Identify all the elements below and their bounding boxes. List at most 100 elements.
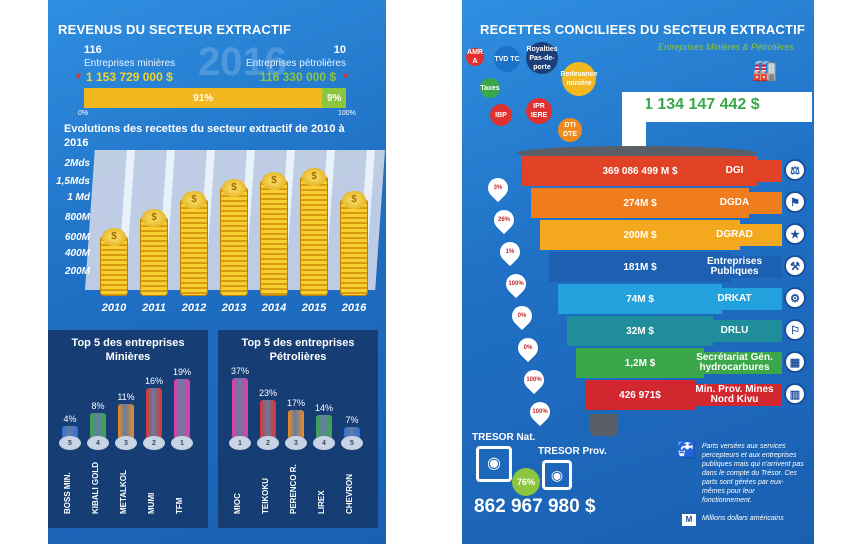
tresor-nat: TRESOR Nat. <box>472 432 536 443</box>
chart-title: Evolutions des recettes du secteur extra… <box>64 123 345 149</box>
tax-bubble: Taxes <box>480 78 500 98</box>
leak-percent: 100% <box>526 377 542 383</box>
funnel-label: DGRAD <box>687 224 782 246</box>
total-box <box>622 92 812 122</box>
agency-logo-icon: ⚒ <box>784 255 806 277</box>
percent-label: 19% <box>172 367 191 378</box>
company-name: METALKOL <box>119 470 128 514</box>
coin-stack-2015 <box>300 176 328 296</box>
company-name: MIOC <box>233 493 242 514</box>
company-name: CHEVRON <box>345 473 354 514</box>
dollar-coin-icon: $ <box>302 168 326 186</box>
funnel-label: DGDA <box>687 192 782 214</box>
rank-base: 3 <box>115 436 137 450</box>
left-infographic: REVENUS DU SECTEUR EXTRACTIF 2016 116 En… <box>48 0 386 544</box>
x-tick-label: 2014 <box>261 302 287 314</box>
leak-drop-icon: 3% <box>483 173 513 203</box>
petroleum-share: 9% <box>322 88 346 108</box>
funnel-label: Secrétariat Gén. hydrocarbures <box>687 352 782 374</box>
note-text: Parts versées aux services percepteurs e… <box>702 443 804 504</box>
leak-drop-icon: 100% <box>519 365 549 395</box>
y-tick-label: 200M <box>64 266 90 277</box>
percent-label: 4% <box>63 413 77 424</box>
petroleum-amount: 116 330 000 $ <box>259 70 336 84</box>
x-tick-label: 2012 <box>181 302 207 314</box>
bar-kibali-gold <box>90 413 106 438</box>
y-tick-label: 600M <box>64 232 90 243</box>
y-tick-label: 1,5Mds <box>56 176 90 187</box>
company-name: TFM <box>175 497 184 514</box>
company-name: KIBALI GOLD <box>91 462 100 514</box>
funnel-label: Min. Prov. Mines Nord Kivu <box>687 384 782 406</box>
rank-base: 5 <box>59 436 81 450</box>
tresor-pct: 76% <box>512 468 540 496</box>
funnel-band: 1,2M $ <box>576 348 704 378</box>
bar-end: 100% <box>338 110 356 117</box>
right-subtitle: Entreprises Minières & Pétrolières <box>658 42 795 52</box>
leak-percent: 0% <box>523 345 533 351</box>
coin-stack-2010 <box>100 236 128 296</box>
down-arrow-icon: ▼ <box>74 71 83 81</box>
percent-label: 37% <box>230 365 249 376</box>
total-amount: 1 134 147 442 $ <box>644 96 760 113</box>
percent-label: 11% <box>117 391 135 402</box>
coin-stack-2011 <box>140 217 168 296</box>
company-name: LIREX <box>317 490 326 514</box>
leak-percent: 26% <box>497 217 510 223</box>
leak-drop-icon: 1% <box>495 237 525 267</box>
dollar-coin-icon: $ <box>262 171 286 190</box>
mining-amount: 1 153 729 000 $ <box>86 70 173 84</box>
right-infographic: RECETTES CONCILIEES DU SECTEUR EXTRACTIF… <box>462 0 814 544</box>
rank-base: 1 <box>229 436 251 450</box>
dollar-coin-icon: $ <box>102 228 126 246</box>
x-tick-label: 2015 <box>301 302 327 314</box>
tax-bubble: DTI DTE <box>558 118 582 142</box>
leak-percent: 1% <box>505 249 515 255</box>
rank-base: 5 <box>341 436 363 450</box>
safe-icon: ◉ <box>542 460 572 490</box>
mining-count: 116 <box>84 44 102 56</box>
share-bar: 91% 9% <box>84 88 346 108</box>
top5-mining-title: Top 5 des entreprises Minières <box>71 337 185 363</box>
agency-logo-icon: ⚖ <box>784 159 806 181</box>
funnel-label: DRLU <box>687 320 782 342</box>
company-name: MUMI <box>147 492 156 514</box>
leak-drop-icon: 100% <box>525 397 555 427</box>
right-title: RECETTES CONCILIEES DU SECTEUR EXTRACTIF <box>480 22 806 37</box>
y-tick-label: 1 Md <box>67 192 90 203</box>
watermark-year: 2016 <box>198 40 287 84</box>
agency-logo-icon: ⚑ <box>784 191 806 213</box>
legend-text: Millions dollars américains <box>702 515 784 522</box>
dollar-coin-icon: $ <box>342 190 366 209</box>
top5-petroleum-title: Top 5 des entreprises Pétrolières <box>241 337 355 363</box>
percent-label: 8% <box>91 401 105 412</box>
percent-label: 14% <box>314 403 333 414</box>
leak-drop-icon: 0% <box>513 333 543 363</box>
coin-stack-2014 <box>260 179 288 296</box>
tax-bubble: IBP <box>490 104 512 126</box>
tax-bubble: AMR A <box>466 48 484 66</box>
y-tick-label: 800M <box>64 212 90 223</box>
agency-logo-icon: ⚐ <box>784 319 806 341</box>
x-tick-label: 2016 <box>341 302 367 314</box>
bar-lirex <box>316 415 332 438</box>
x-tick-label: 2013 <box>221 302 247 314</box>
funnel-label: Entreprises Publiques <box>687 256 782 278</box>
rank-base: 1 <box>171 436 193 450</box>
leak-percent: 100% <box>508 281 524 287</box>
rank-base: 3 <box>285 436 307 450</box>
bar-tfm <box>174 379 190 438</box>
tax-bubble: TVD TC <box>494 46 520 72</box>
dollar-coin-icon: $ <box>222 179 246 198</box>
leak-drop-icon: 0% <box>507 301 537 331</box>
mining-label: Entreprises minières <box>84 58 176 69</box>
coin-stack-2013 <box>220 187 248 296</box>
company-name: BOSS MIN. <box>63 472 72 514</box>
bar-teikoku <box>260 400 276 438</box>
left-title: REVENUS DU SECTEUR EXTRACTIF <box>58 22 292 37</box>
legend-icon: M <box>682 514 696 526</box>
bar-mioc <box>232 377 248 438</box>
funnel-band: 426 971$ <box>585 380 695 410</box>
bar-chevron <box>344 426 360 438</box>
